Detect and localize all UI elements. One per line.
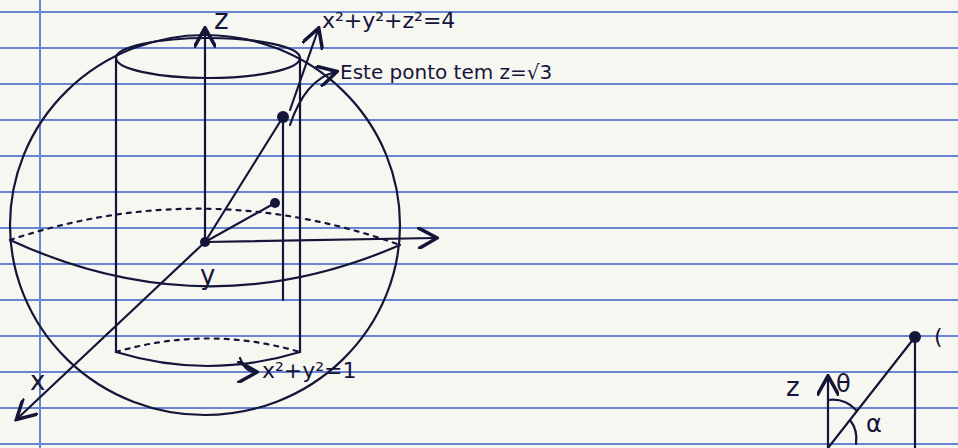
equation-label: x²+y²=1: [262, 360, 357, 382]
angle-label: θ: [836, 372, 851, 396]
axis-label: z: [786, 374, 800, 400]
coordinate-label: (: [934, 326, 943, 348]
axis-label: z: [214, 6, 229, 34]
axis-label: x: [30, 368, 45, 394]
equation-label: x²+y²+z²=4: [322, 10, 455, 32]
axis-label: y: [200, 262, 215, 288]
angle-label: α: [866, 412, 882, 436]
note-label: Este ponto tem z=√3: [340, 62, 552, 82]
